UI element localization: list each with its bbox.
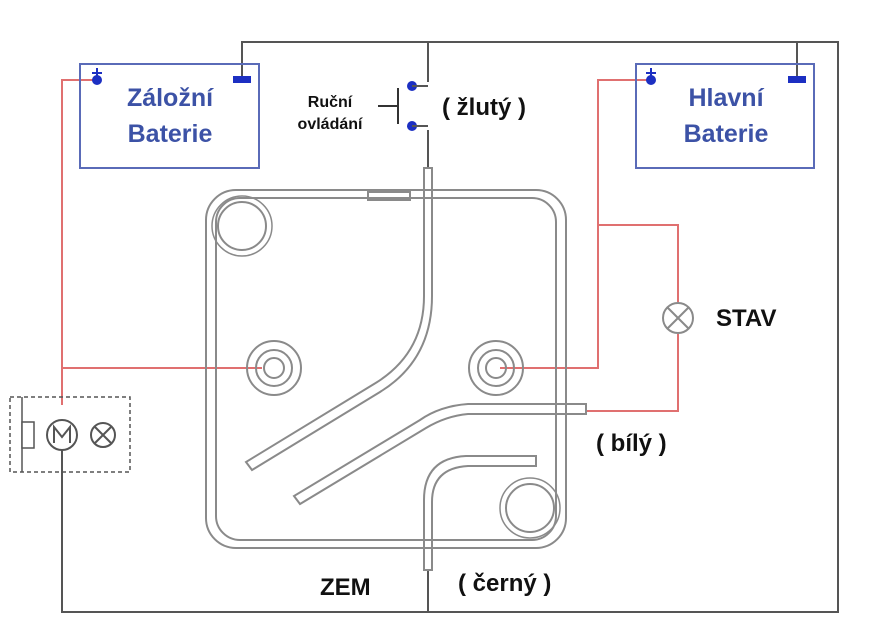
resistor-icon	[21, 421, 35, 449]
white-wire-label: ( bílý )	[596, 430, 667, 457]
main-battery-label: Hlavní Baterie	[646, 80, 806, 152]
backup-battery-box	[79, 63, 260, 169]
main-battery-box	[635, 63, 815, 169]
left-main-terminal	[246, 340, 302, 396]
outer-ground-loop	[61, 41, 839, 613]
backup-battery-label: Záložní Baterie	[90, 80, 250, 152]
backup-positive-wire	[61, 79, 94, 405]
ground-wires	[61, 41, 839, 613]
yellow-coil-lead	[244, 167, 433, 472]
main-battery-line2: Baterie	[683, 120, 769, 148]
status-lamp-label: STAV	[716, 305, 777, 332]
backup-battery-line2: Baterie	[127, 120, 213, 148]
ground-label: ZEM	[320, 574, 371, 601]
black-wire-label: ( černý )	[458, 570, 552, 597]
main-positive-terminal	[646, 75, 656, 85]
backup-battery-line1: Záložní	[126, 84, 214, 112]
relay-body-inner	[215, 197, 557, 541]
status-lamp-feed	[598, 224, 679, 302]
main-negative-terminal	[788, 76, 806, 83]
manual-control-line2: ovládání	[297, 116, 363, 133]
mount-hole-top-left	[217, 201, 267, 251]
right-main-terminal	[468, 340, 524, 396]
motor-unit	[9, 396, 131, 473]
manual-switch	[378, 81, 428, 131]
backup-battery	[79, 63, 260, 169]
manual-control-label: Ruční ovládání	[290, 92, 370, 136]
manual-control-line1: Ruční	[307, 94, 353, 111]
main-battery	[635, 63, 815, 169]
motor-unit-box	[9, 396, 131, 473]
status-lamp	[662, 302, 694, 334]
status-lamp-return	[586, 334, 679, 412]
relay-top-tab	[367, 191, 411, 201]
yellow-wire-label: ( žlutý )	[442, 94, 526, 121]
backup-positive-terminal	[92, 75, 102, 85]
black-coil-lead	[423, 455, 537, 571]
relay	[205, 167, 587, 571]
motor-icon	[46, 419, 78, 451]
white-coil-lead	[292, 403, 587, 506]
backup-negative-terminal	[233, 76, 251, 83]
red-wires	[61, 79, 679, 412]
relay-body-outer	[205, 189, 567, 549]
mount-hole-bottom-right	[505, 483, 555, 533]
main-battery-line1: Hlavní	[688, 84, 764, 112]
